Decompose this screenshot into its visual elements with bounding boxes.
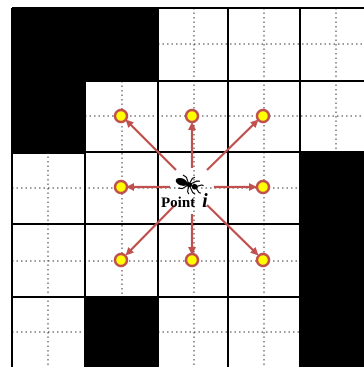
arrow-to-bottom-left — [127, 205, 175, 254]
neighbor-point-bottom — [186, 254, 198, 266]
neighbor-point-top — [186, 110, 198, 122]
neighbor-point-top-right — [257, 110, 269, 122]
blocked-cell — [85, 8, 158, 81]
blocked-cell — [300, 152, 364, 367]
neighbor-point-right — [257, 181, 269, 193]
neighbor-point-bottom-right — [257, 254, 269, 266]
arrow-to-top-right — [207, 121, 257, 170]
point-label-variable: i — [202, 190, 208, 212]
neighbor-point-bottom-left — [115, 254, 127, 266]
blocked-cell — [85, 297, 158, 367]
point-label-word: Point — [161, 195, 195, 211]
arrow-to-top-left — [127, 121, 176, 170]
blocked-cell — [12, 8, 85, 81]
ant-icon — [173, 171, 205, 197]
arrow-to-bottom-right — [207, 205, 257, 254]
blocked-cell — [12, 81, 85, 154]
neighbor-point-top-left — [115, 110, 127, 122]
neighbor-point-left — [115, 181, 127, 193]
